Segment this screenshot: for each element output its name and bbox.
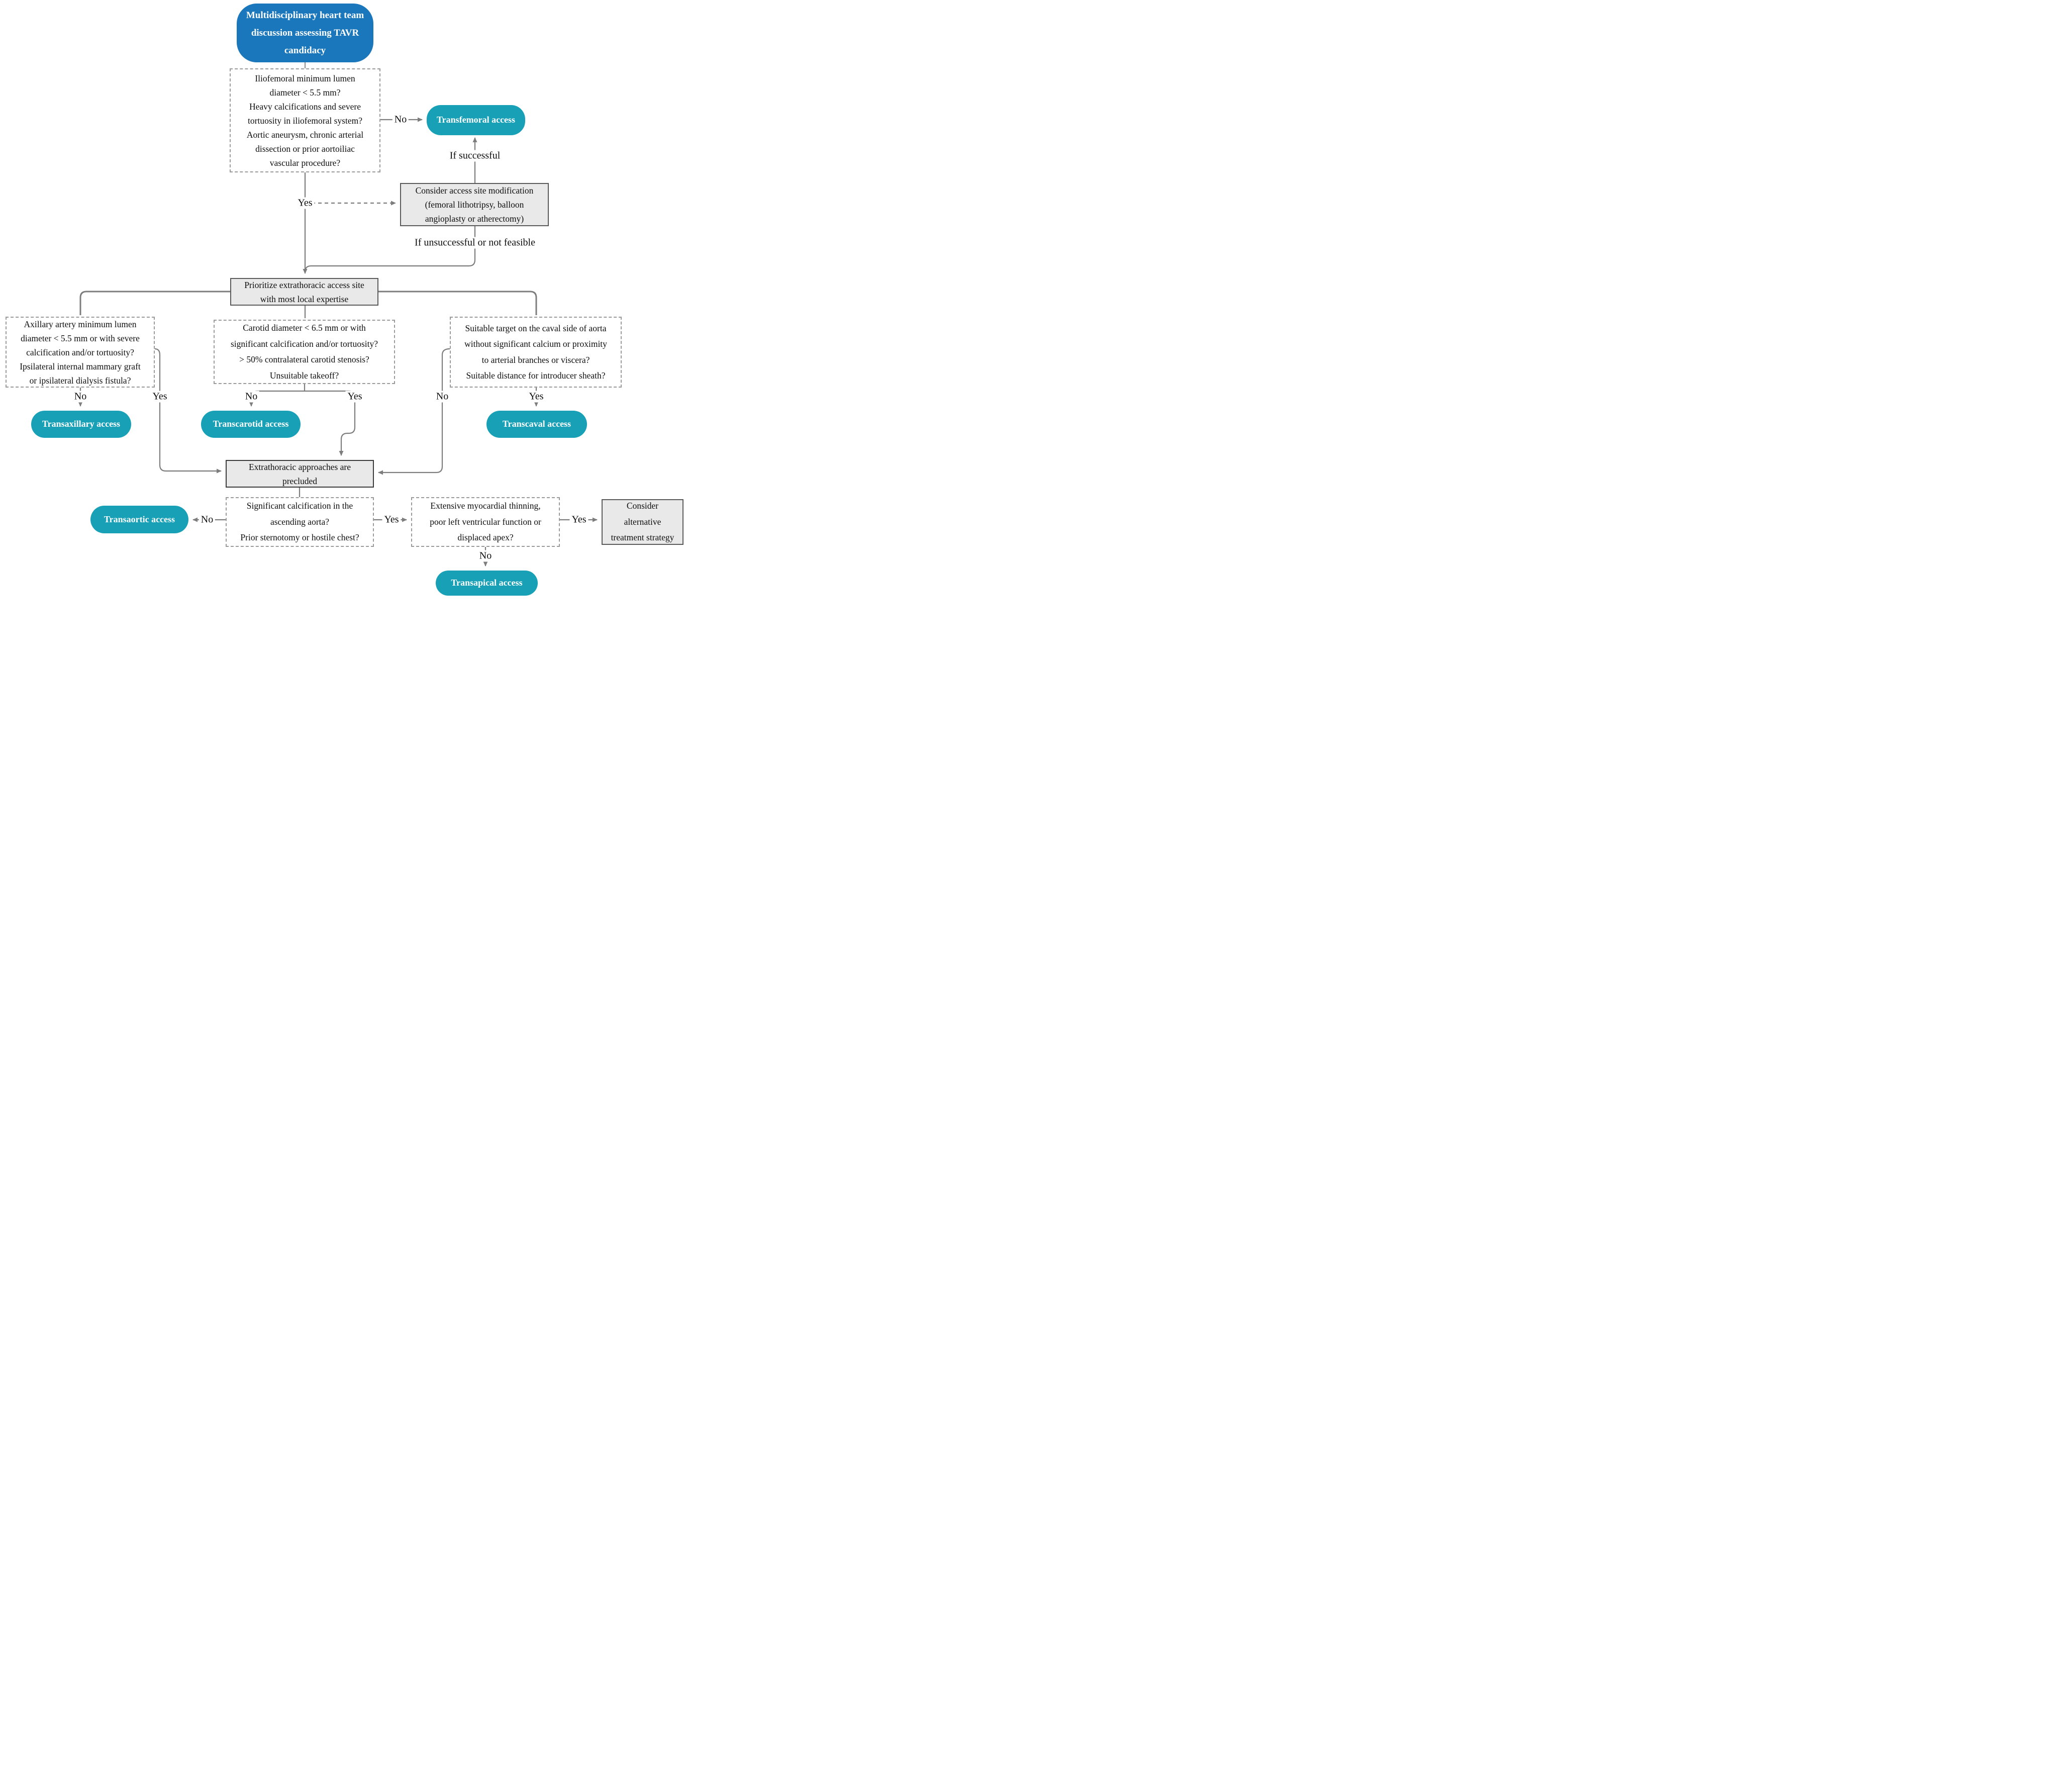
edge-prioritize-left (79, 291, 230, 315)
transapical-access-text: Transapical access (451, 578, 523, 588)
edge-label-no-carotid: No (243, 391, 260, 403)
node-transaortic-access: Transaortic access (90, 506, 188, 533)
node-transcarotid-access: Transcarotid access (201, 411, 301, 438)
node-extrathoracic-precluded: Extrathoracic approaches are precluded (226, 460, 374, 488)
node-transaxillary-access: Transaxillary access (31, 411, 131, 438)
alternative-strategy-text: Consider alternative treatment strategy (611, 501, 674, 543)
edge-yes-axillary-to-precluded (154, 348, 222, 474)
edge-label-yes-carotid: Yes (345, 391, 364, 403)
edge-label-yes-caval: Yes (527, 391, 546, 403)
access-site-modification-text: Consider access site modification (femor… (415, 185, 534, 224)
axillary-question-text: Axillary artery minimum lumen diameter <… (20, 319, 141, 386)
prioritize-extrathoracic-text: Prioritize extrathoracic access site wit… (244, 279, 364, 304)
extrathoracic-precluded-text: Extrathoracic approaches are precluded (248, 461, 351, 486)
transcaval-access-text: Transcaval access (502, 419, 571, 429)
node-transfemoral-access: Transfemoral access (427, 105, 525, 135)
edge-label-yes-axillary: Yes (150, 391, 169, 403)
edge-ifunsuccessful-merge (304, 226, 476, 272)
edge-label-yes-ascending: Yes (382, 514, 401, 526)
edge-label-if-unsuccessful: If unsuccessful or not feasible (413, 237, 537, 249)
transaortic-access-text: Transaortic access (104, 514, 175, 524)
edge-label-no-apex: No (477, 550, 494, 562)
transcarotid-access-text: Transcarotid access (213, 419, 289, 429)
node-access-site-modification: Consider access site modification (femor… (400, 183, 549, 226)
node-carotid-question: Carotid diameter < 6.5 mm or with signif… (214, 320, 395, 384)
carotid-question-text: Carotid diameter < 6.5 mm or with signif… (230, 323, 378, 381)
node-iliofemoral-question: Iliofemoral minimum lumen diameter < 5.5… (230, 68, 380, 172)
edge-label-yes-apex: Yes (569, 514, 589, 526)
apex-question-text: Extensive myocardial thinning, poor left… (430, 501, 541, 543)
edge-prioritize-right (378, 291, 537, 315)
node-heart-team: Multidisciplinary heart team discussion … (237, 4, 373, 62)
edge-no-caval-to-precluded (378, 348, 450, 475)
caval-question-text: Suitable target on the caval side of aor… (464, 323, 607, 381)
edge-label-yes-modification: Yes (296, 197, 315, 209)
edge-label-no-caval: No (434, 391, 451, 403)
edge-label-no-transaortic: No (199, 514, 216, 526)
node-prioritize-extrathoracic: Prioritize extrathoracic access site wit… (230, 278, 378, 306)
node-axillary-question: Axillary artery minimum lumen diameter <… (6, 317, 155, 388)
node-ascending-aorta-question: Significant calcification in the ascendi… (226, 497, 374, 547)
node-caval-question: Suitable target on the caval side of aor… (450, 317, 622, 388)
node-transapical-access: Transapical access (436, 571, 538, 596)
node-transcaval-access: Transcaval access (486, 411, 587, 438)
node-apex-question: Extensive myocardial thinning, poor left… (411, 497, 560, 547)
transfemoral-access-text: Transfemoral access (436, 115, 516, 125)
tavr-access-flowchart: Multidisciplinary heart team discussion … (0, 0, 686, 597)
ascending-aorta-question-text: Significant calcification in the ascendi… (240, 501, 359, 543)
node-alternative-strategy: Consider alternative treatment strategy (602, 499, 683, 545)
edge-label-no-transfemoral: No (392, 114, 409, 126)
edge-label-no-axillary: No (72, 391, 89, 403)
transaxillary-access-text: Transaxillary access (42, 419, 121, 429)
heart-team-text: Multidisciplinary heart team discussion … (246, 10, 364, 56)
edge-label-if-successful: If successful (447, 150, 503, 162)
iliofemoral-question-text: Iliofemoral minimum lumen diameter < 5.5… (246, 73, 364, 168)
